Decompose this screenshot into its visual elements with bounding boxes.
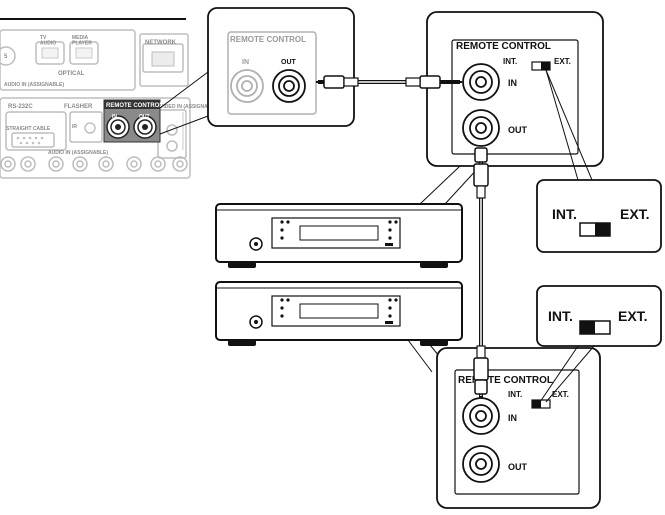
panel-optical-label: OPTICAL (58, 71, 85, 77)
zoom-in-jack (230, 69, 264, 103)
lower-callout-int-label: INT. (548, 308, 573, 324)
upper-in-jack (462, 63, 500, 101)
panel-network-label: NETWORK (145, 40, 177, 46)
panel-audio-in-jacks (0, 124, 188, 172)
upper-remote-title: REMOTE CONTROL (456, 41, 551, 52)
panel-out-label: OUT (139, 114, 150, 120)
upper-callout-ext-label: EXT. (620, 206, 650, 222)
panel-remote-out-jack (133, 115, 157, 139)
lower-out-jack (462, 445, 500, 483)
panel-in-label: IN (112, 114, 117, 120)
lower-out-label: OUT (508, 462, 528, 472)
panel-remote-in-jack (106, 115, 130, 139)
lower-player-unit (215, 281, 463, 373)
lower-device-remote-panel: REMOTE CONTROL INT. EXT. IN OUT (436, 345, 601, 509)
lower-int-label: INT. (508, 390, 522, 399)
panel-audio-in-label: AUDIO IN (ASSIGNABLE) (4, 82, 64, 88)
lower-remote-title: REMOTE CONTROL (458, 375, 553, 386)
remote-cable-upper-to-lower (473, 147, 489, 398)
upper-out-label: OUT (508, 125, 528, 135)
lower-callout-ext-label: EXT. (618, 308, 648, 324)
upper-out-jack (462, 109, 500, 147)
upper-int-ext-switch[interactable] (531, 61, 551, 71)
panel-audio-in-lower-label: AUDIO IN (ASSIGNABLE) (48, 150, 108, 156)
panel-flasher-label: FLASHER (64, 104, 93, 110)
upper-switch-callout: INT. EXT. (536, 179, 662, 253)
zoom-in-label: IN (242, 59, 249, 66)
upper-player-unit (215, 203, 463, 268)
panel-rs232c-label: RS-232C (8, 104, 33, 110)
receiver-remote-zoom: REMOTE CONTROL IN OUT (207, 7, 355, 127)
upper-callout-int-label: INT. (552, 206, 577, 222)
zoom-remote-title: REMOTE CONTROL (230, 35, 306, 44)
zoom-out-jack (272, 69, 306, 103)
panel-remote-control-label: REMOTE CONTROL (106, 103, 163, 109)
panel-video-in-label: VIDEO IN (ASSIGNABLE) (160, 104, 220, 110)
panel-five-label: 5 (4, 54, 8, 60)
upper-device-remote-panel: REMOTE CONTROL INT. EXT. IN OUT (419, 11, 604, 205)
remote-cable-receiver-to-upper (316, 75, 462, 89)
zoom-out-label: OUT (281, 59, 297, 66)
upper-ext-label: EXT. (554, 57, 571, 66)
upper-int-label: INT. (503, 57, 517, 66)
lower-in-label: IN (508, 413, 517, 423)
panel-straight-cable-label: STRAIGHT CABLE (6, 126, 51, 132)
upper-in-label: IN (508, 78, 517, 88)
panel-ir-label: IR (72, 124, 77, 130)
lower-ext-label: EXT. (552, 390, 569, 399)
lower-switch-callout: INT. EXT. (536, 285, 662, 347)
